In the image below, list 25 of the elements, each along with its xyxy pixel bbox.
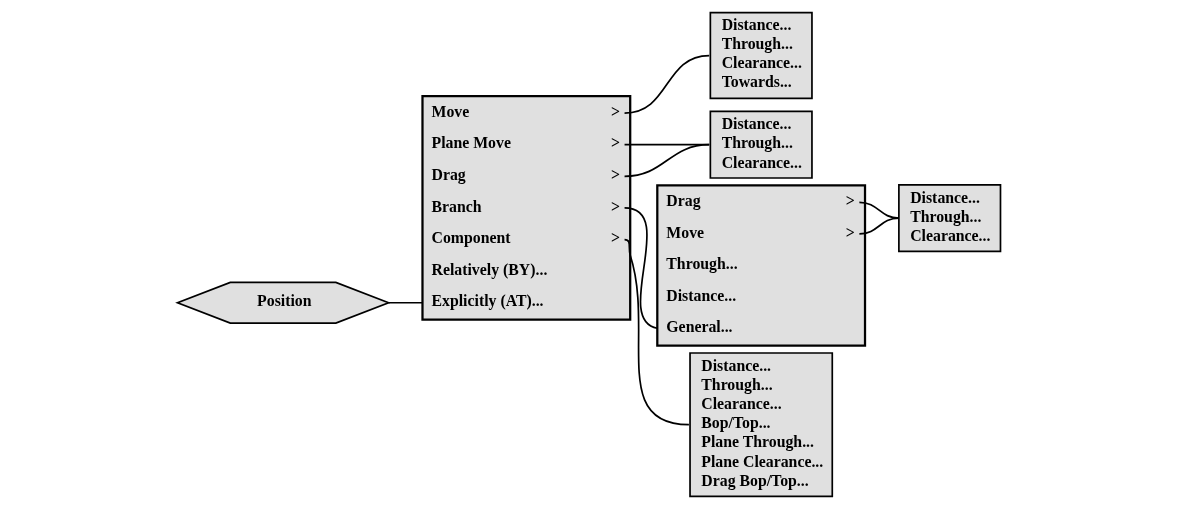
- connector: [623, 143, 711, 178]
- node-text: Plane Move >: [431, 134, 621, 152]
- node-text: Drag >: [431, 165, 621, 183]
- node-text: Branch >: [431, 197, 621, 215]
- node-box: Distance... Through... Clearance...: [709, 110, 813, 179]
- connector: [623, 54, 711, 114]
- connector: [623, 207, 659, 330]
- node-text: General...: [666, 318, 733, 336]
- node-text: Component >: [431, 229, 621, 247]
- node-box: Distance... Through... Clearance...: [898, 183, 1002, 253]
- node-text: Distance...: [666, 286, 737, 304]
- node-text: Move >: [431, 102, 621, 120]
- node-box: Distance... Through... Clearance... Bop/Top... Plane Through... Plane Clearance... Drag Bop/Top...: [689, 352, 834, 498]
- connector: [623, 143, 711, 146]
- node-text: Move >: [666, 223, 855, 241]
- node-text: Relatively (BY)...: [431, 260, 548, 278]
- node-box: Distance... Through... Clearance... Towards...: [709, 11, 813, 100]
- connector: [387, 301, 424, 304]
- cluster: [421, 95, 632, 321]
- node-text: Drag >: [666, 191, 855, 209]
- connector: [858, 201, 900, 219]
- node-text: Through...: [666, 255, 738, 273]
- node-text: Explicitly (AT)...: [431, 292, 544, 310]
- cluster: [656, 184, 867, 347]
- connector: [623, 238, 690, 426]
